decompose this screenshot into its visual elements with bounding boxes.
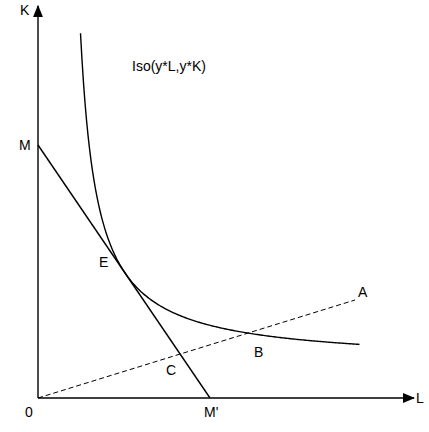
point-label: C (166, 362, 176, 378)
origin-label: 0 (25, 404, 33, 420)
curve-label: Iso(y*L,y*K) (132, 58, 206, 74)
axis-label: L (416, 390, 424, 406)
k-axis (37, 6, 38, 398)
point-label: B (254, 344, 263, 360)
point-label: A (358, 284, 367, 300)
point-label: M' (204, 404, 218, 420)
axis-label: K (20, 2, 29, 18)
point-label: E (99, 254, 108, 270)
isoquant-curve (81, 33, 360, 344)
expansion-ray (38, 300, 355, 398)
point-label: M (19, 137, 31, 153)
l-axis (38, 397, 414, 398)
